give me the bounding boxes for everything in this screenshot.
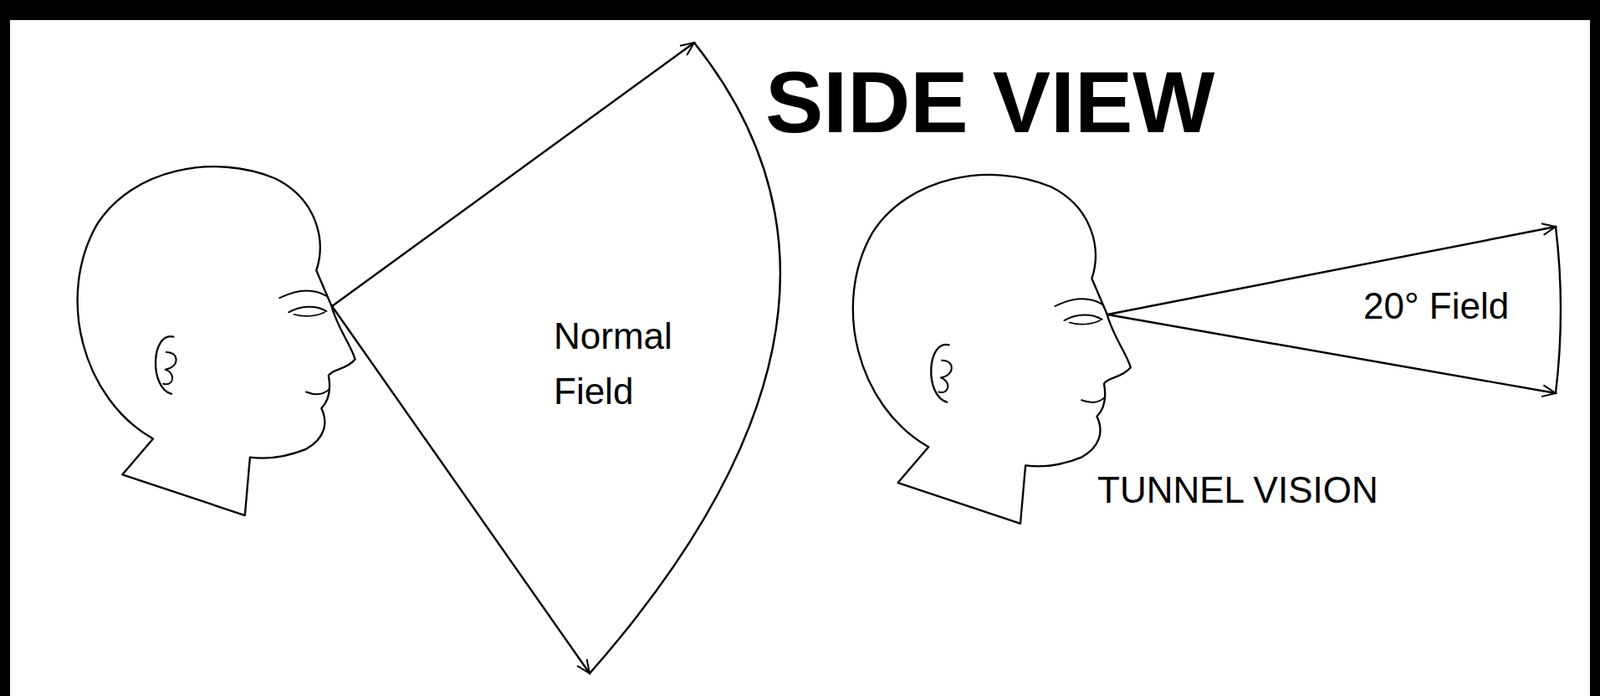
field-label: Normal Field (553, 308, 721, 420)
head-profile (77, 166, 356, 516)
head-profile (853, 174, 1131, 524)
diagram-title: SIDE VIEW (765, 50, 1215, 155)
field-label: 20° Field (1363, 278, 1509, 334)
field-fan (332, 42, 781, 674)
caption-label: TUNNEL VISION (1097, 462, 1379, 518)
field-fan (1107, 226, 1561, 394)
